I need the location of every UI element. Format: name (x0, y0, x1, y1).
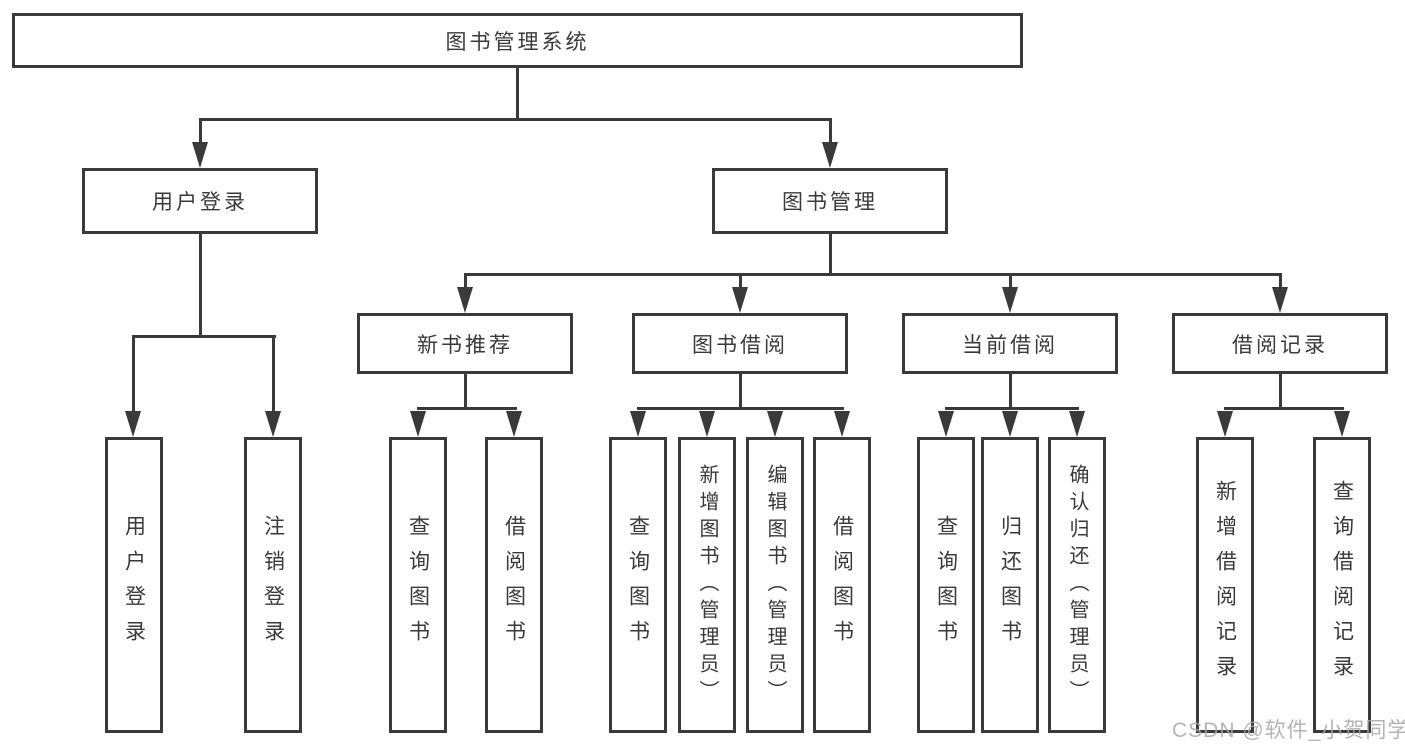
arrow-down-icon (630, 411, 646, 437)
leaf-label: 注销登录 (261, 515, 285, 655)
arrow-down-icon (822, 142, 838, 168)
leaf-add-borrow-record: 新增借阅记录 (1196, 437, 1254, 733)
connector-line (516, 68, 519, 120)
watermark: CSDN @软件_小贺同学 (1172, 719, 1405, 742)
arrow-down-icon (1217, 411, 1233, 437)
arrow-down-icon (1002, 411, 1018, 437)
connector-line (132, 335, 135, 413)
leaf-label: 借阅图书 (830, 515, 854, 655)
connector-line (199, 118, 202, 145)
leaf-query-books-2: 查询图书 (609, 437, 667, 733)
leaf-confirm-return-admin: 确认归还（管理员） (1048, 437, 1106, 733)
leaf-label: 查询图书 (626, 515, 650, 655)
leaf-edit-book-admin: 编辑图书（管理员） (746, 437, 804, 733)
leaf-query-books-3: 查询图书 (917, 437, 975, 733)
connector-line (132, 335, 276, 338)
connector-line (739, 273, 742, 289)
connector-line (464, 273, 1282, 276)
leaf-label: 新增图书（管理员） (696, 463, 718, 707)
leaf-borrow-books: 借阅图书 (485, 437, 543, 733)
connector-line (1224, 407, 1344, 410)
arrow-down-icon (938, 411, 954, 437)
connector-line (272, 335, 275, 413)
node-library-management-system: 图书管理系统 (12, 13, 1023, 68)
arrow-down-icon (1272, 287, 1288, 313)
arrow-down-icon (834, 411, 850, 437)
connector-line (1009, 372, 1012, 409)
node-book-borrowing: 图书借阅 (632, 313, 848, 374)
connector-line (739, 372, 742, 409)
arrow-down-icon (767, 411, 783, 437)
leaf-label: 用户登录 (122, 515, 146, 655)
leaf-user-login: 用户登录 (105, 437, 163, 733)
arrow-down-icon (457, 287, 473, 313)
leaf-label: 查询图书 (934, 515, 958, 655)
leaf-label: 编辑图书（管理员） (764, 463, 786, 707)
arrow-down-icon (506, 411, 522, 437)
arrow-down-icon (192, 142, 208, 168)
leaf-return-book: 归还图书 (981, 437, 1039, 733)
arrow-down-icon (699, 411, 715, 437)
connector-line (829, 118, 832, 145)
connector-line (199, 118, 831, 121)
arrow-down-icon (1334, 411, 1350, 437)
connector-line (1279, 372, 1282, 409)
node-book-management: 图书管理 (712, 168, 948, 234)
arrow-down-icon (732, 287, 748, 313)
node-current-borrowing: 当前借阅 (902, 313, 1118, 374)
connector-line (637, 407, 844, 410)
arrow-down-icon (410, 411, 426, 437)
arrow-down-icon (1002, 287, 1018, 313)
node-new-book-recommendation: 新书推荐 (357, 313, 573, 374)
leaf-query-borrow-record: 查询借阅记录 (1313, 437, 1371, 733)
node-borrowing-records: 借阅记录 (1172, 313, 1388, 374)
connector-line (464, 273, 467, 289)
leaf-label: 归还图书 (998, 515, 1022, 655)
leaf-logout: 注销登录 (244, 437, 302, 733)
connector-line (1009, 273, 1012, 289)
leaf-borrow-books-2: 借阅图书 (813, 437, 871, 733)
leaf-label: 查询借阅记录 (1330, 480, 1354, 690)
connector-line (464, 372, 467, 409)
node-user-login: 用户登录 (82, 168, 318, 234)
connector-line (829, 233, 832, 275)
arrow-down-icon (125, 411, 141, 437)
connector-line (945, 407, 1079, 410)
connector-line (199, 233, 202, 337)
leaf-label: 确认归还（管理员） (1066, 463, 1088, 707)
leaf-add-book-admin: 新增图书（管理员） (678, 437, 736, 733)
connector-line (1279, 273, 1282, 289)
arrow-down-icon (1069, 411, 1085, 437)
arrow-down-icon (265, 411, 281, 437)
leaf-label: 新增借阅记录 (1213, 480, 1237, 690)
leaf-label: 查询图书 (406, 515, 430, 655)
connector-line (417, 407, 517, 410)
leaf-query-books: 查询图书 (389, 437, 447, 733)
leaf-label: 借阅图书 (502, 515, 526, 655)
